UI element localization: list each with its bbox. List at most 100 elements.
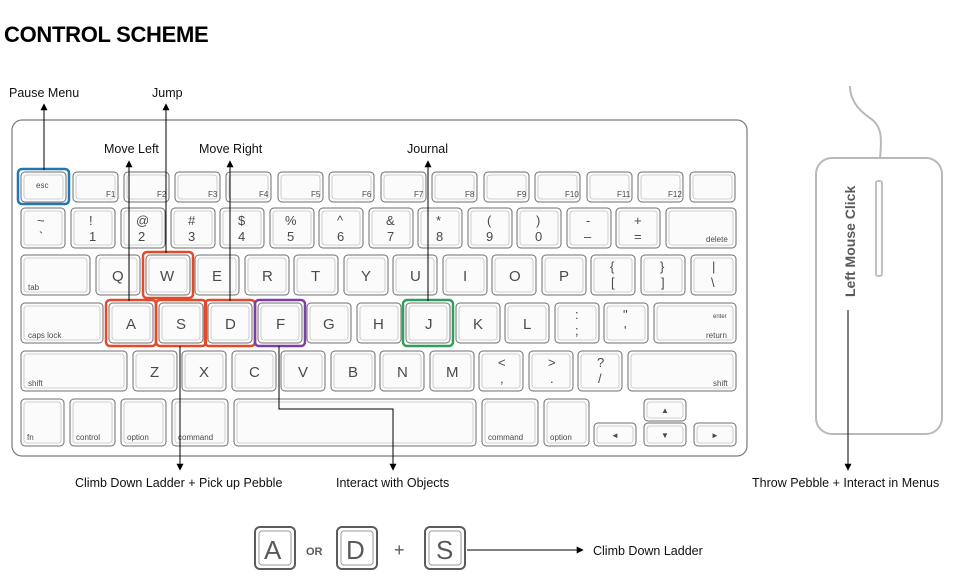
key-7: &7 [368,207,414,249]
key-t-label: T [311,268,320,285]
key-quote-bot: ' [624,323,626,338]
key-g-label: G [323,316,335,333]
key-x: X [181,350,227,392]
key-comma: <, [478,350,524,392]
key-period-bot: . [550,371,554,386]
key-f8-label: F8 [465,190,475,199]
key-v-label: V [298,364,308,381]
key-semicolon-top: : [575,307,579,322]
key-left-shift: shift [20,350,128,392]
key-l: L [504,302,550,344]
key-delete: delete [665,207,737,249]
key-i-label: I [463,268,467,285]
combo-plus-text: + [394,540,405,560]
key-k: K [455,302,501,344]
key-w: W [145,254,191,296]
key-left-option: option [120,398,167,447]
throw-label: Throw Pebble + Interact in Menus [752,476,940,490]
key-quote: "' [603,302,649,344]
key-f8: F8 [431,171,478,203]
key-control-label: control [76,433,100,442]
key-equals-top: + [634,213,642,228]
key-f6-label: F6 [362,190,372,199]
key-right-shift: shift [627,350,737,392]
key-n-label: N [397,364,408,381]
key-right-option-label: option [550,433,572,442]
key-slash: ?/ [577,350,623,392]
key-s: S [158,302,204,344]
key-m-label: M [446,364,459,381]
key-8-top: * [436,213,441,228]
key-slash-top: ? [597,355,604,370]
key-backslash-top: | [712,259,715,274]
key-tilde-bot: ` [39,229,43,244]
interact-arrow [278,346,397,471]
key-4: $4 [219,207,265,249]
key-period: >. [528,350,574,392]
key-p-label: P [559,268,569,285]
key-arrow-down: ▼ [643,422,687,447]
key-a: A [108,302,154,344]
combo-d-label: D [346,535,365,565]
key-semicolon: :; [554,302,600,344]
key-right-option: option [543,398,590,447]
key-2: @2 [120,207,166,249]
key-f6: F6 [328,171,375,203]
key-d: D [207,302,253,344]
key-1-top: ! [89,213,93,228]
key-7-bot: 7 [387,229,394,244]
key-n: N [379,350,425,392]
key-equals-bot: = [634,229,642,244]
key-f1: F1 [72,171,119,203]
key-arrow-up: ▲ [643,398,687,422]
key-f-label: F [276,316,285,333]
key-6: ^6 [318,207,364,249]
key-backslash: |\ [690,254,737,296]
key-d-label: D [225,316,236,333]
key-f2: F2 [123,171,170,203]
combo-a-label: A [264,535,282,565]
key-s-label: S [176,316,186,333]
key-3-top: # [188,213,196,228]
key-f9-label: F9 [517,190,527,199]
arrow-right-icon: ► [711,431,719,440]
key-z-label: Z [150,364,159,381]
key-r: R [244,254,290,296]
key-left-command: command [171,398,229,447]
key-b: B [330,350,376,392]
key-h-label: H [373,316,384,333]
key-5: %5 [269,207,315,249]
key-8-bot: 8 [436,229,443,244]
w-highlight [141,250,195,300]
key-fn: fn [20,398,65,447]
key-e-label: E [212,268,222,285]
key-f12-label: F12 [668,190,682,199]
key-right-shift-label: shift [713,379,728,388]
key-comma-bot: , [500,371,504,386]
key-tilde: ~` [20,207,66,249]
key-0-top: ) [536,213,540,228]
key-0-bot: 0 [535,229,542,244]
key-quote-top: " [623,307,628,322]
key-minus-top: - [586,213,590,228]
key-1: !1 [70,207,116,249]
key-rbracket-top: } [660,259,665,274]
combo-or-text: OR [306,546,323,558]
key-backslash-bot: \ [711,275,715,290]
key-1-bot: 1 [89,229,96,244]
key-f11: F11 [586,171,633,203]
pause-menu-label: Pause Menu [9,86,80,100]
key-eject [689,171,736,203]
key-left-shift-label: shift [28,379,43,388]
key-left-option-label: option [127,433,149,442]
key-f: F [257,302,303,344]
page-title: CONTROL SCHEME [4,22,209,47]
key-f7: F7 [380,171,427,203]
key-2-bot: 2 [138,229,145,244]
key-rbracket: }] [640,254,686,296]
key-g: G [306,302,352,344]
key-8: *8 [417,207,463,249]
move-right-label: Move Right [199,142,263,156]
mouse-scroll-wheel [875,180,883,277]
